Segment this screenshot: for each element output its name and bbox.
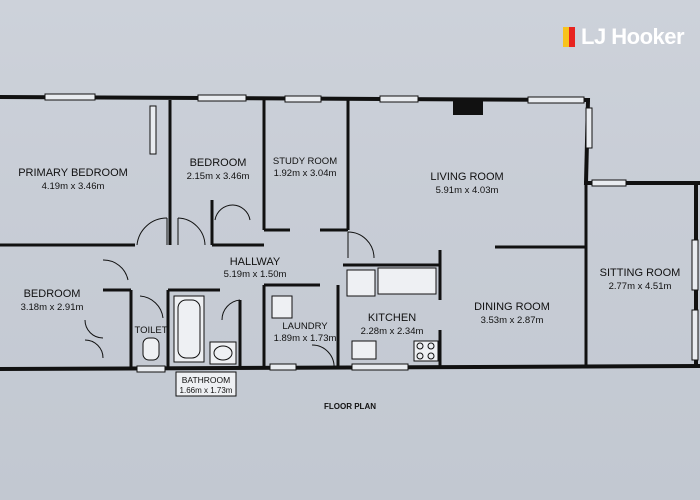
room-name-dining: DINING ROOM: [474, 301, 550, 313]
room-name-kitchen: KITCHEN: [368, 312, 416, 324]
windows: [44, 93, 699, 373]
room-labels: PRIMARY BEDROOM 4.19m x 3.46m BEDROOM 2.…: [18, 156, 680, 344]
room-dims-bedroom-3: 3.18m x 2.91m: [21, 302, 84, 313]
room-name-living: LIVING ROOM: [430, 171, 503, 183]
brand-logo-mark: [563, 27, 575, 47]
room-dims-laundry: 1.89m x 1.73m: [274, 333, 337, 344]
doors: [84, 204, 375, 370]
laundry-tub: [271, 295, 293, 319]
room-name-bedroom-3: BEDROOM: [24, 288, 81, 300]
toilet-fixture: [142, 337, 160, 361]
room-name-toilet: TOILET: [134, 325, 167, 336]
kitchen-bench: [377, 267, 437, 295]
room-name-sitting: SITTING ROOM: [600, 267, 681, 279]
room-name-study: STUDY ROOM: [273, 156, 337, 167]
bathroom-label-box: BATHROOM 1.66m x 1.73m: [175, 371, 237, 397]
room-dims-hallway: 5.19m x 1.50m: [224, 269, 287, 280]
floor-plan-caption: FLOOR PLAN: [324, 402, 376, 411]
interior-walls: [0, 100, 588, 369]
room-dims-kitchen: 2.28m x 2.34m: [361, 326, 424, 337]
fridge: [346, 269, 376, 297]
room-dims-primary-bedroom: 4.19m x 3.46m: [42, 181, 105, 192]
room-dims-living: 5.91m x 4.03m: [436, 185, 499, 196]
room-name-laundry: LAUNDRY: [282, 321, 328, 332]
room-dims-bathroom: 1.66m x 1.73m: [180, 386, 233, 395]
bathtub: [173, 295, 205, 363]
room-dims-dining: 3.53m x 2.87m: [481, 315, 544, 326]
room-name-bedroom-2: BEDROOM: [190, 157, 247, 169]
basin: [209, 341, 237, 365]
room-dims-study: 1.92m x 3.04m: [274, 168, 337, 179]
fixtures: [142, 267, 439, 365]
room-name-primary-bedroom: PRIMARY BEDROOM: [18, 167, 128, 179]
brand-logo: LJ Hooker: [563, 24, 685, 50]
room-name-bathroom: BATHROOM: [182, 375, 230, 385]
sink: [351, 340, 377, 360]
room-dims-sitting: 2.77m x 4.51m: [609, 281, 672, 292]
room-name-hallway: HALLWAY: [230, 256, 281, 268]
brand-logo-text: LJ Hooker: [581, 24, 685, 49]
exterior-walls: [0, 94, 700, 372]
fireplace: [453, 101, 483, 115]
room-dims-bedroom-2: 2.15m x 3.46m: [187, 171, 250, 182]
